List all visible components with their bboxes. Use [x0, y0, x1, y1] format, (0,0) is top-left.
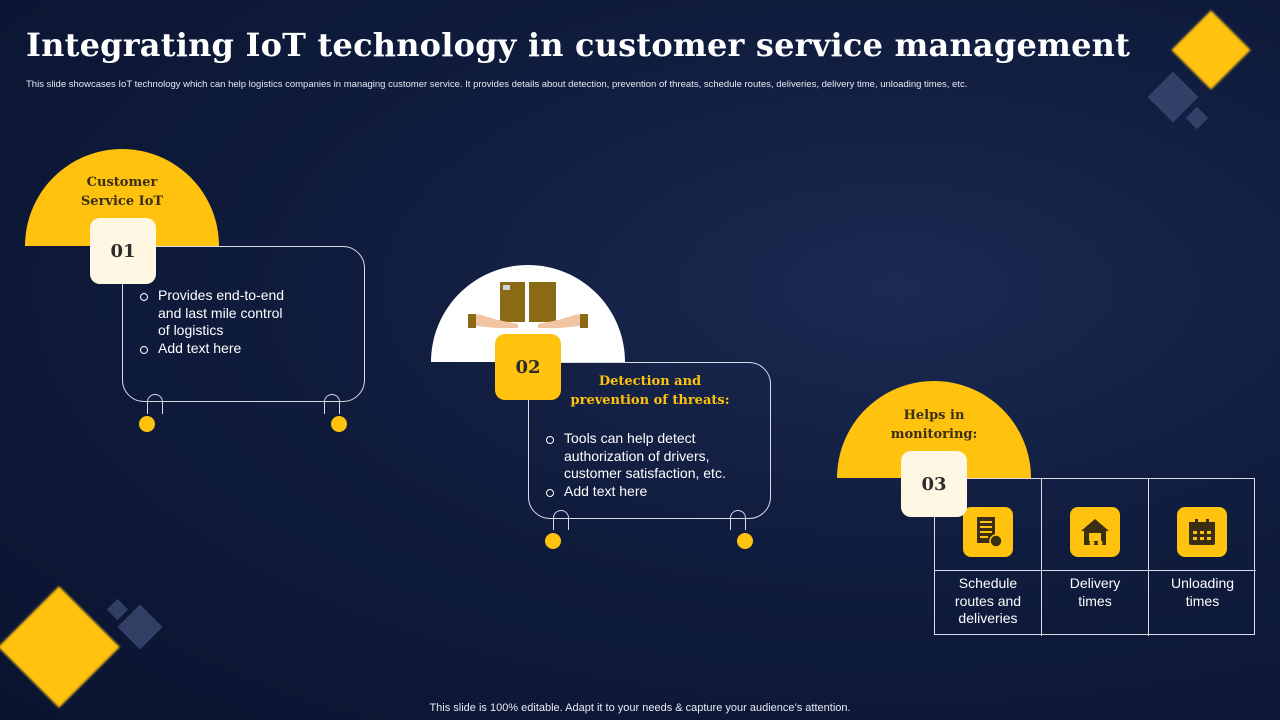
- step-02-box: [528, 362, 771, 519]
- list-item: Tools can help detect authorization of d…: [544, 430, 744, 483]
- step-01-hook-left: [147, 394, 163, 414]
- step-01-dot-left: [139, 416, 155, 432]
- list-item: Provides end-to-end and last mile contro…: [138, 287, 298, 340]
- schedule-routes-label: Schedule routes and deliveries: [954, 575, 1022, 626]
- decorative-diamond-bottom-left-small: [106, 598, 129, 621]
- page-subtitle: This slide showcases IoT technology whic…: [26, 79, 968, 90]
- step-03-number-badge: 03: [901, 451, 967, 517]
- delivery-truck-house-icon: [1070, 507, 1120, 557]
- table-cell-icon: [1042, 479, 1149, 571]
- step-01-box: [122, 246, 365, 402]
- step-02-number-badge: 02: [495, 334, 561, 400]
- decorative-diamond-bottom-left: [0, 586, 120, 708]
- page-title: Integrating IoT technology in customer s…: [26, 26, 1131, 64]
- step-01-heading: Customer Service IoT: [80, 175, 164, 209]
- table-cell-label: Delivery times: [1042, 571, 1149, 636]
- calendar-icon: [1177, 507, 1227, 557]
- step-02-bullets: Tools can help detect authorization of d…: [544, 430, 744, 500]
- list-item: Add text here: [138, 340, 298, 358]
- step-02-hook-right: [730, 510, 746, 530]
- footer-note: This slide is 100% editable. Adapt it to…: [429, 702, 851, 714]
- step-02-heading: Detection and prevention of threats:: [570, 374, 730, 408]
- unloading-times-label: Unloading times: [1170, 575, 1235, 609]
- list-item: Add text here: [544, 483, 744, 501]
- table-cell-icon: [935, 479, 1042, 571]
- step-02-dot-left: [545, 533, 561, 549]
- delivery-times-label: Delivery times: [1069, 575, 1121, 609]
- table-cell-icon: [1149, 479, 1256, 571]
- hands-holding-boxes-icon: [468, 280, 588, 334]
- step-03-heading: Helps in monitoring:: [890, 408, 978, 442]
- decorative-diamond-top-right: [1171, 10, 1251, 90]
- step-01-number-badge: 01: [90, 218, 156, 284]
- step-01-dot-right: [331, 416, 347, 432]
- step-02-dot-right: [737, 533, 753, 549]
- schedule-document-icon: [963, 507, 1013, 557]
- table-cell-label: Schedule routes and deliveries: [935, 571, 1042, 636]
- step-01-bullets: Provides end-to-end and last mile contro…: [138, 287, 298, 357]
- step-03-monitoring-table: Schedule routes and deliveries Delivery …: [934, 478, 1256, 636]
- table-cell-label: Unloading times: [1149, 571, 1256, 636]
- decorative-diamond-top-right-small: [1185, 106, 1209, 130]
- step-02-hook-left: [553, 510, 569, 530]
- step-01-hook-right: [324, 394, 340, 414]
